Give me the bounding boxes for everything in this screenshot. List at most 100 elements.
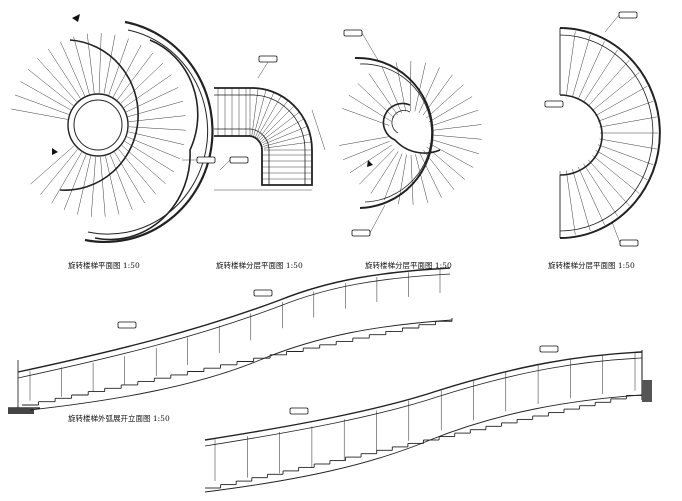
- cad-line: [14, 94, 69, 115]
- cad-line: [120, 62, 164, 104]
- cad-line: [105, 156, 120, 215]
- cad-line: [395, 62, 407, 112]
- cad-line: [258, 100, 288, 140]
- plan2-inner-stringer: [214, 128, 270, 185]
- plan3-arrow: [367, 160, 373, 167]
- cad-line: [37, 58, 77, 102]
- cad-line: [431, 124, 482, 131]
- cad-line: [595, 86, 648, 116]
- cad-line: [426, 147, 466, 180]
- cad-line: [128, 115, 186, 122]
- cad-line: [597, 144, 654, 166]
- inner-spiral-arc: [59, 39, 139, 191]
- floor-slab: [8, 408, 34, 414]
- spiral-stair-full-plan: [11, 14, 216, 243]
- handrail2-bottom: [204, 357, 643, 447]
- plan3-handrail: [359, 63, 432, 203]
- plan1-treads: [11, 33, 186, 217]
- cad-line: [357, 83, 395, 118]
- cad-line: [359, 148, 395, 185]
- elevation2-balusters: [214, 352, 636, 481]
- cad-line: [414, 62, 426, 112]
- cad-line: [260, 112, 300, 142]
- cad-line: [121, 145, 166, 184]
- plan4-outer-arc: [559, 27, 661, 239]
- cad-line: [419, 152, 442, 198]
- cad-line: [40, 149, 78, 195]
- cad-line: [342, 108, 390, 126]
- cad-line: [103, 34, 116, 94]
- cad-line: [11, 108, 68, 120]
- cad-line: [415, 154, 429, 203]
- cad-line: [118, 148, 157, 195]
- plan3-inner-stringer: [391, 110, 411, 134]
- cad-line: [114, 151, 145, 204]
- elevation-left-flight: [8, 267, 453, 414]
- cad-line: [370, 151, 399, 194]
- plan3-outer-arc: [354, 56, 434, 209]
- cad-line: [124, 141, 174, 172]
- cad-line: [126, 136, 180, 159]
- cad-line: [410, 60, 412, 112]
- landing-slab: [642, 380, 652, 402]
- cad-line: [572, 169, 591, 232]
- outer-stringer-arc: [87, 29, 209, 235]
- cad-line: [595, 150, 648, 180]
- cad-line: [261, 118, 304, 144]
- cad-line: [117, 52, 153, 101]
- handrail2-top: [204, 351, 643, 441]
- cad-line: [128, 131, 185, 145]
- cad-line: [343, 140, 390, 160]
- plan1-tag: [182, 156, 216, 164]
- cad-line: [410, 154, 414, 205]
- elevation2-steps: [205, 392, 643, 489]
- cad-line: [262, 126, 308, 145]
- cad-line: [259, 106, 294, 141]
- caption-plan-upper-2: 旋转楼梯分层平面图 1:50: [548, 260, 635, 270]
- caption-plan-full: 旋转楼梯平面图 1:50: [68, 260, 140, 270]
- cad-line: [592, 155, 640, 194]
- cad-line: [48, 48, 81, 99]
- caption-elevation: 旋转楼梯外弧展开立面图 1:50: [68, 413, 170, 423]
- cad-line: [428, 96, 473, 123]
- plan4-tags: [544, 11, 639, 247]
- cad-line: [256, 96, 282, 139]
- plan2-treads: [217, 88, 312, 180]
- outer-handrail-arc: [84, 20, 214, 243]
- spiral-stair-lower-plan: [214, 55, 326, 191]
- cad-line: [583, 163, 618, 217]
- cad-line: [566, 170, 576, 235]
- cad-line: [251, 88, 259, 137]
- soffit-curve: [29, 319, 453, 411]
- cad-line: [263, 133, 310, 147]
- plan3-treads: [339, 60, 482, 205]
- cad-line: [109, 154, 133, 210]
- cad-line: [253, 90, 267, 137]
- cad-line: [20, 81, 71, 111]
- cad-line: [126, 87, 179, 113]
- cad-line: [368, 73, 398, 116]
- cad-line: [592, 72, 640, 111]
- handrail-top: [17, 267, 451, 373]
- cad-line: [255, 92, 274, 138]
- cad-line: [430, 109, 479, 127]
- cad-line: [339, 136, 389, 146]
- cad-line: [426, 84, 464, 119]
- cad-line: [599, 138, 657, 150]
- cad-line: [431, 134, 482, 140]
- cad-line: [127, 100, 184, 117]
- cad-line: [383, 153, 403, 201]
- cad-line: [30, 145, 75, 185]
- cad-line: [583, 49, 618, 103]
- cad-line: [263, 141, 312, 149]
- plan3-tags: [343, 29, 386, 237]
- central-column-inner: [73, 99, 123, 151]
- cad-line: [577, 166, 605, 225]
- cad-line: [100, 156, 106, 217]
- cad-line: [63, 154, 87, 210]
- cad-line: [108, 38, 129, 96]
- cad-line: [98, 33, 102, 94]
- elevation-right-flight: [204, 345, 652, 493]
- cad-line: [381, 66, 402, 113]
